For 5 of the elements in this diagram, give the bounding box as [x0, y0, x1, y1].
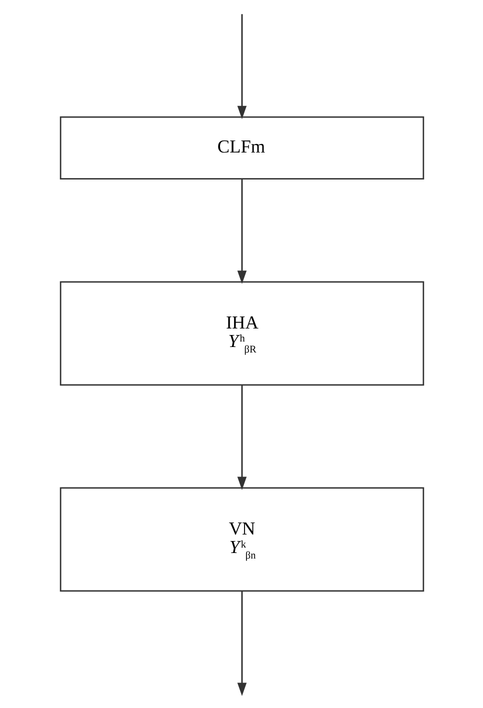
- arrow: [236, 591, 246, 696]
- node-box: CLFm: [59, 116, 424, 180]
- arrow: [236, 14, 246, 120]
- arrow: [236, 178, 246, 284]
- arrow: [236, 384, 246, 490]
